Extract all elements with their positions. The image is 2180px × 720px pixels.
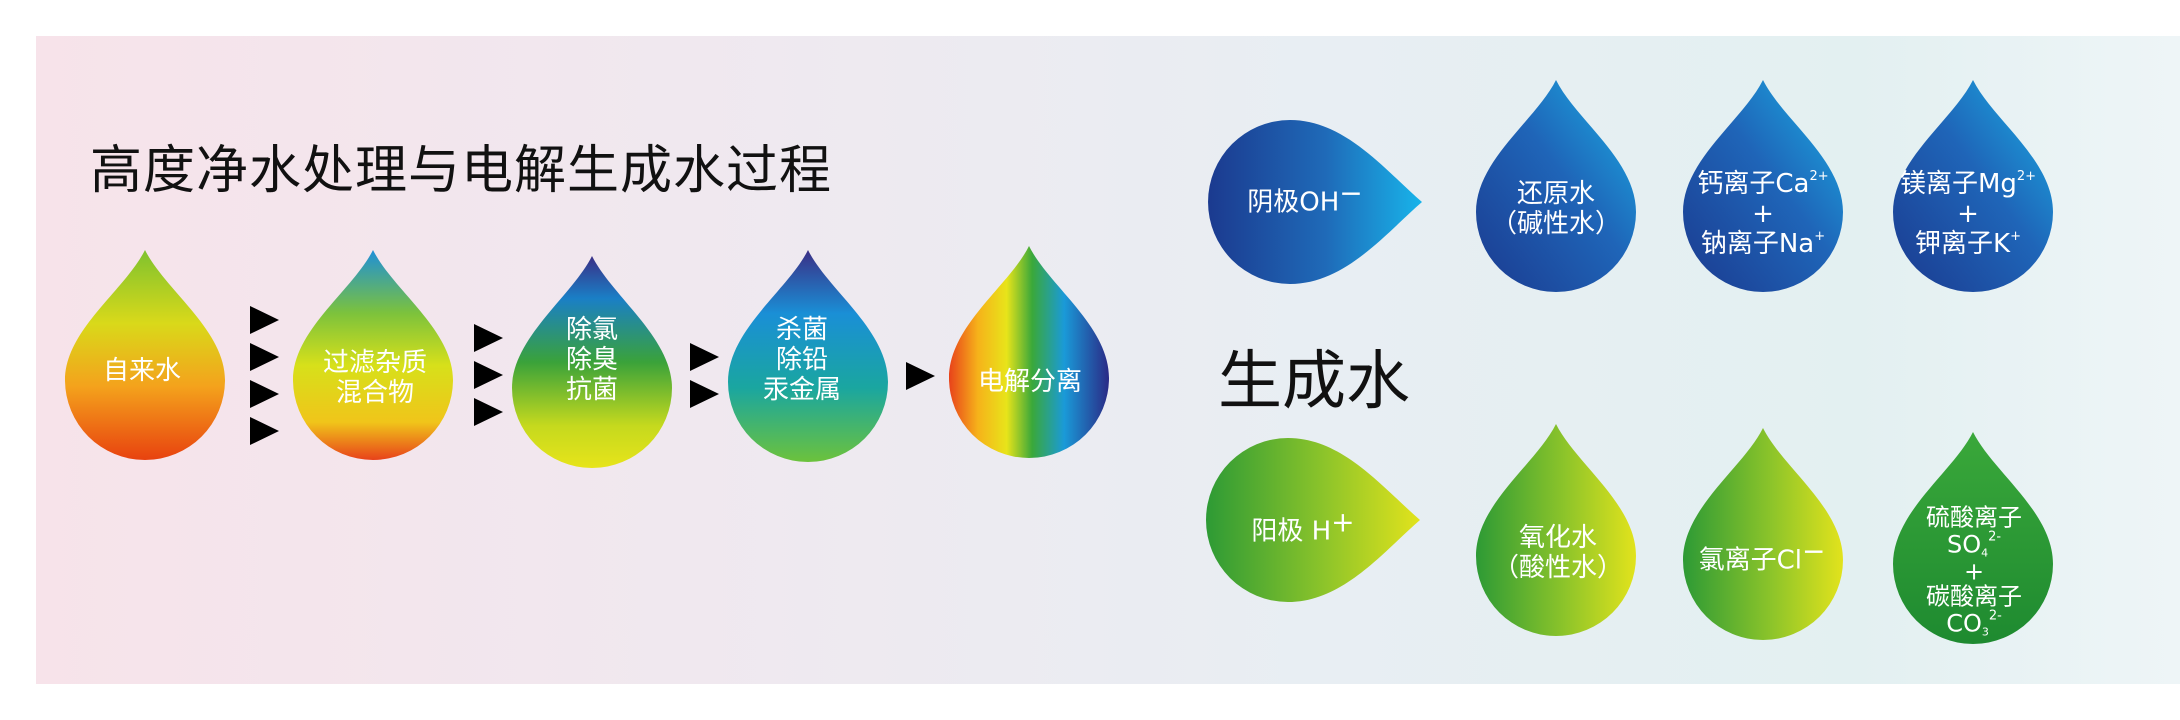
step-label-filter: 过滤杂质 混合物	[322, 348, 428, 408]
generated-water-heading: 生成水	[1218, 345, 1410, 419]
anode-label: 阳极 H+	[1251, 505, 1355, 547]
reduced-water-label: 还原水（碱性水）	[1490, 179, 1622, 239]
step-label-sterilize: 杀菌 除铅 汞金属	[762, 315, 842, 405]
chloride-label: 氯离子Cl−	[1698, 534, 1826, 576]
cathode-label: 阴极OH−	[1247, 176, 1363, 218]
arrow-group-1	[250, 306, 279, 445]
arrow-group-2	[474, 324, 503, 426]
drop-ca-na	[1683, 80, 1843, 292]
oxidized-water-label: 氧化水（酸性水）	[1492, 523, 1624, 583]
drop-tap-water	[65, 250, 225, 460]
arrow-icon	[474, 398, 503, 426]
drop-anode	[1206, 438, 1420, 602]
arrow-group-3	[690, 343, 719, 408]
drop-chloride	[1683, 428, 1843, 640]
sulfate-carbonate-label: 硫酸离子 SO42- + 碳酸离子 CO32-	[1926, 503, 2022, 639]
step-label-electrolysis: 电解分离	[977, 367, 1083, 398]
arrow-icon	[690, 343, 719, 371]
step-label-dechlorinate: 除氯 除臭 抗菌	[565, 315, 619, 405]
arrow-icon	[250, 306, 279, 334]
drop-oxidized-water	[1476, 424, 1636, 636]
drop-electrolysis	[949, 246, 1109, 458]
arrow-icon	[250, 417, 279, 445]
drop-filter	[293, 250, 453, 460]
drop-mg-k	[1893, 80, 2053, 292]
arrow-icon	[474, 361, 503, 389]
diagram-title: 高度净水处理与电解生成水过程	[90, 141, 833, 201]
drop-cathode	[1208, 120, 1422, 284]
arrow-group-4	[906, 362, 935, 390]
arrow-icon	[906, 362, 935, 390]
drop-sulfate-carbonate	[1893, 432, 2053, 644]
step-label-tap-water: 自来水	[102, 356, 182, 387]
arrow-icon	[250, 380, 279, 408]
ca-na-label: 钙离子Ca2+ + 钠离子Na+	[1697, 169, 1829, 259]
arrow-icon	[690, 380, 719, 408]
arrow-icon	[250, 343, 279, 371]
mg-k-label: 镁离子Mg2+ + 钾离子K+	[1899, 169, 2037, 259]
arrow-icon	[474, 324, 503, 352]
drop-sterilize	[728, 250, 888, 462]
drop-dechlorinate	[512, 256, 672, 468]
drop-reduced-water	[1476, 80, 1636, 292]
